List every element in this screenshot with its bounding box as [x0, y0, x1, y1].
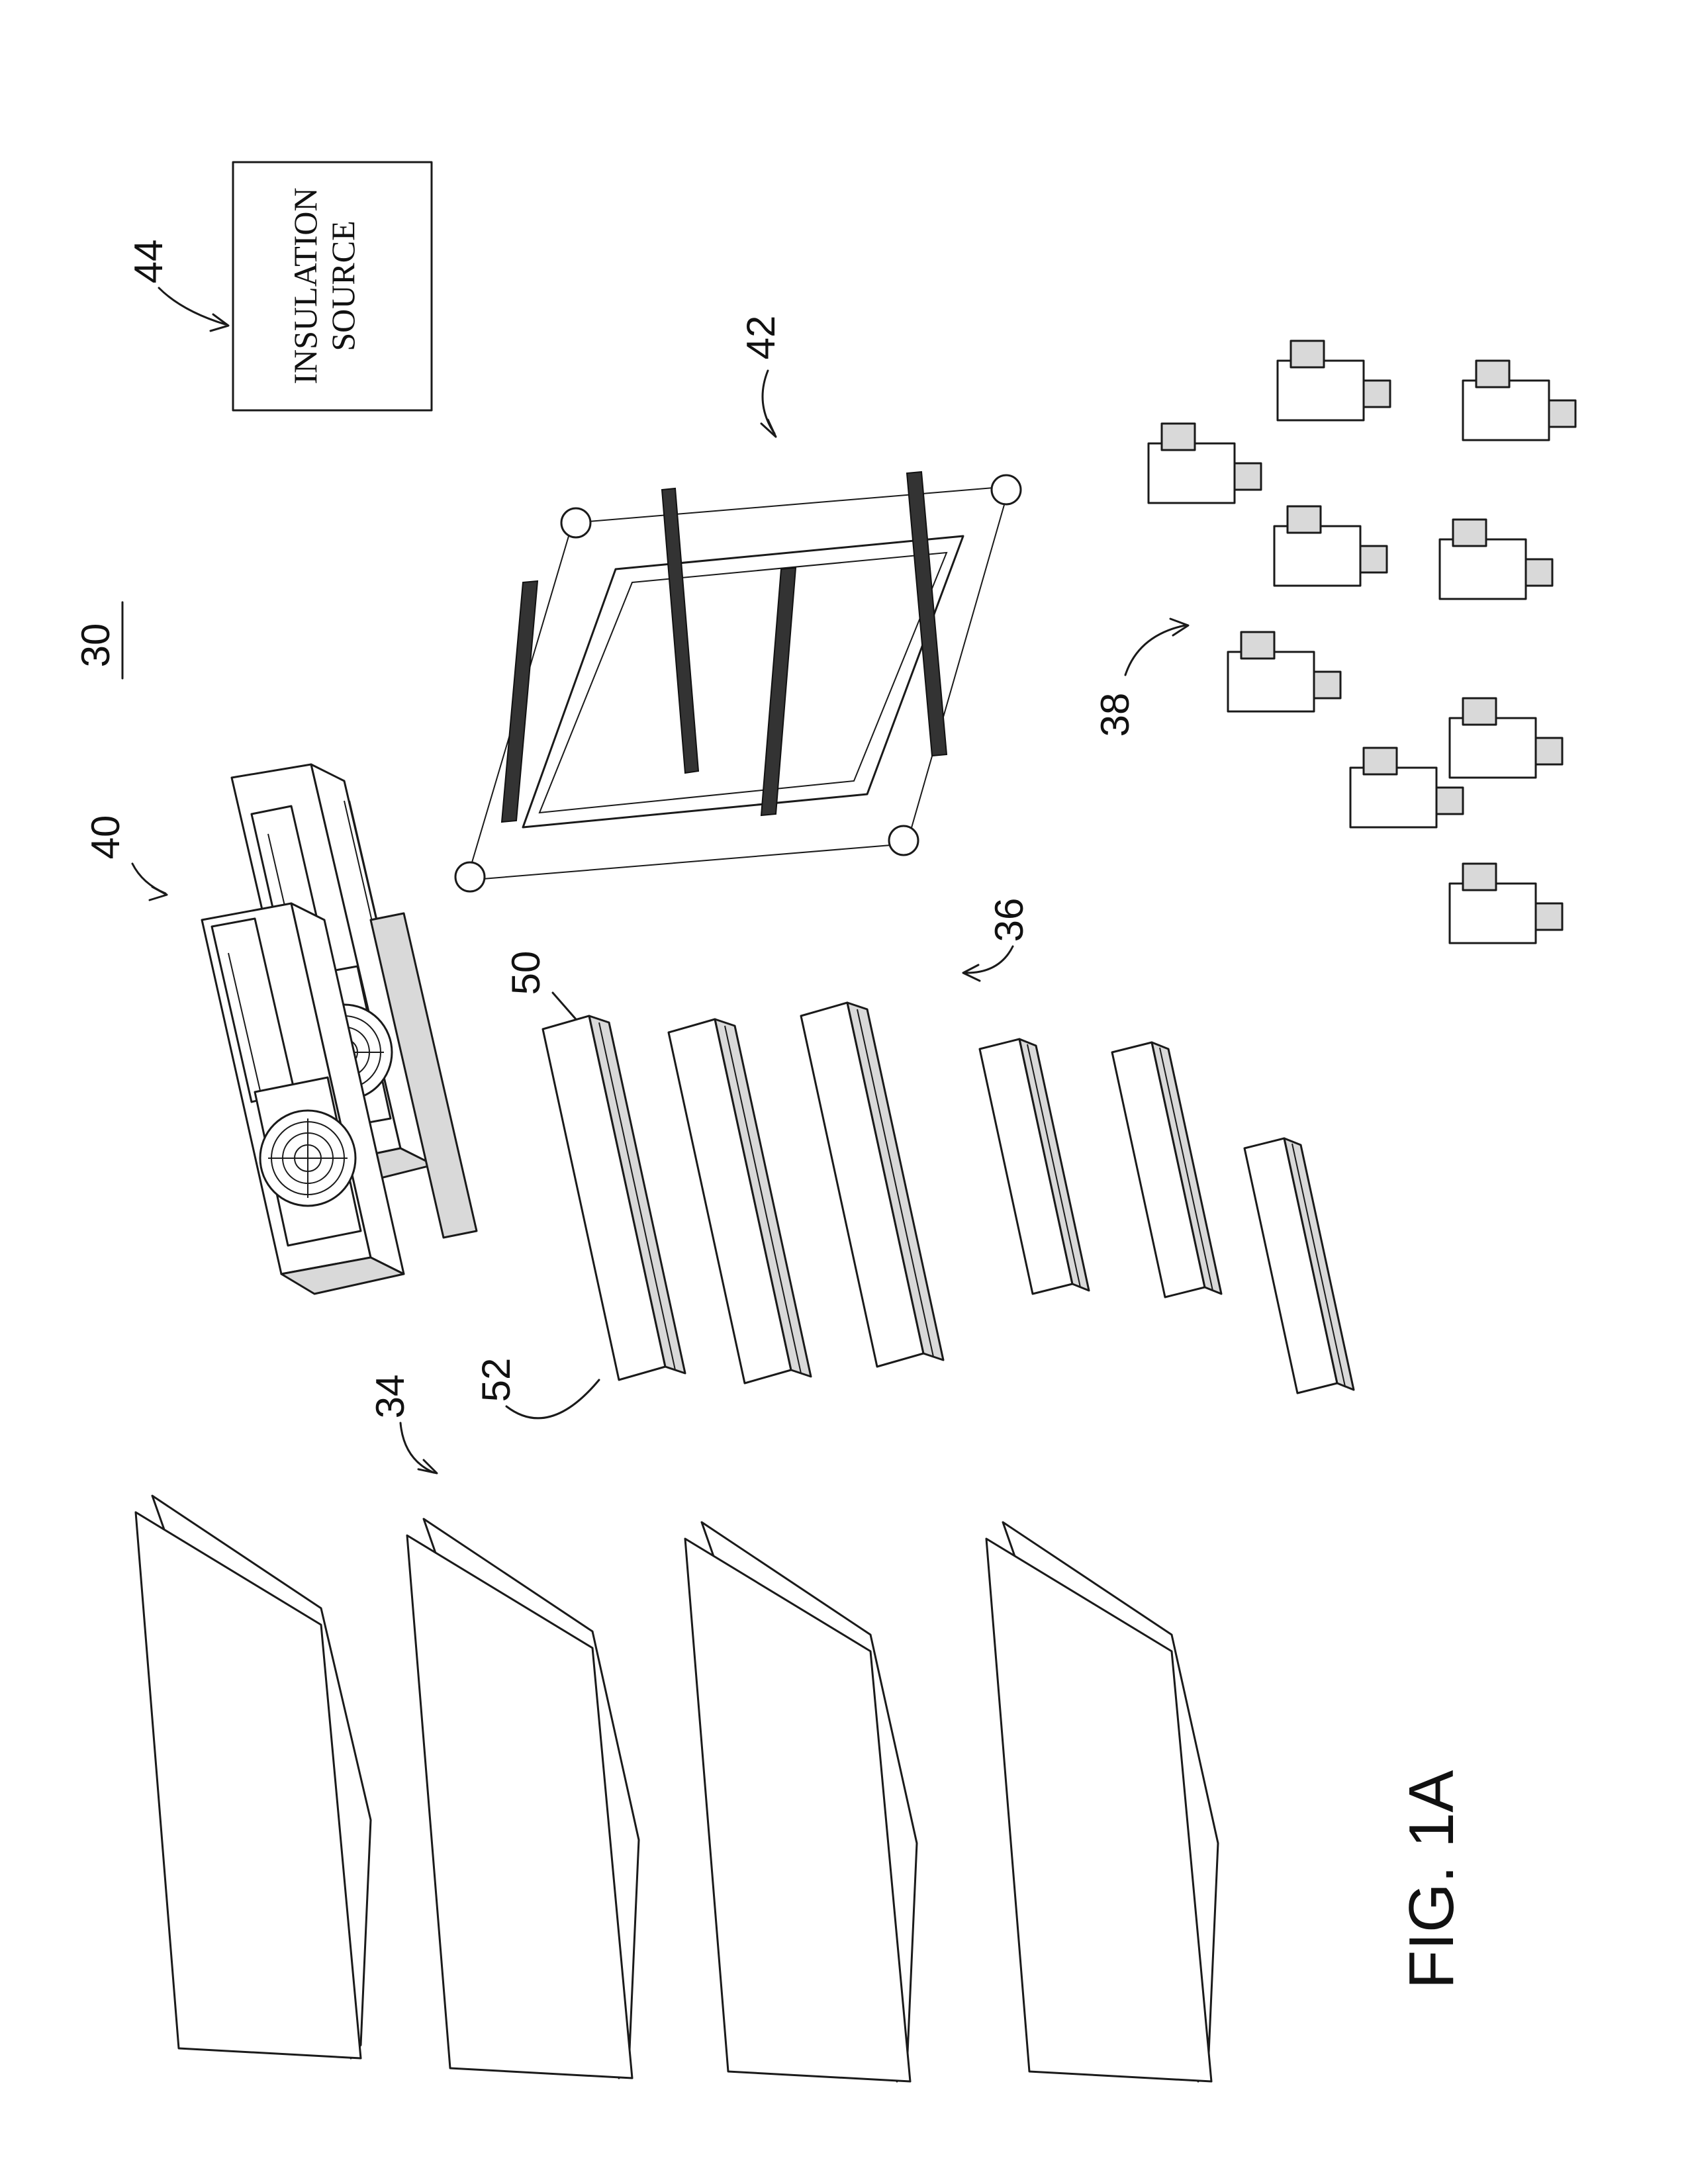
figure-label: FIG. 1A [1396, 1770, 1467, 1989]
ref-44: 44 [126, 240, 171, 284]
insulation-source-box: INSULATION SOURCE [233, 162, 432, 410]
beam-5 [1112, 1042, 1221, 1297]
connector-1 [1149, 424, 1261, 503]
connector-5 [1440, 520, 1552, 599]
connector-2 [1278, 341, 1390, 420]
connector-8 [1350, 748, 1463, 827]
insulation-source-text-line2: SOURCE [324, 220, 361, 351]
panel-3 [685, 1522, 917, 2081]
beam-1 [543, 1016, 685, 1380]
connector-group [1149, 341, 1575, 943]
ref-50: 50 [504, 951, 548, 995]
connector-4 [1274, 506, 1387, 586]
ref-40: 40 [83, 815, 128, 860]
panel-4 [986, 1522, 1218, 2081]
beam-2 [669, 1019, 811, 1383]
insulation-source-text-line1: INSULATION [287, 187, 324, 384]
frame-assembly [455, 472, 1021, 891]
connector-7 [1450, 698, 1562, 778]
beam-6 [1244, 1138, 1354, 1393]
hvac-units [202, 764, 477, 1294]
ref-50-leader: 50 [504, 951, 576, 1019]
ref-40-leader: 40 [83, 815, 167, 900]
panel-1 [136, 1496, 371, 2058]
panel-set [136, 1496, 1218, 2081]
ref-38: 38 [1093, 693, 1137, 737]
ref-30: 30 [73, 623, 118, 668]
ref-36: 36 [987, 898, 1031, 942]
ref-44-leader: 44 [126, 240, 228, 331]
beam-4 [980, 1039, 1089, 1294]
connector-6 [1228, 632, 1340, 711]
ref-42: 42 [739, 316, 783, 360]
connector-3 [1463, 361, 1575, 440]
beam-set [543, 1003, 1354, 1393]
panel-2 [407, 1519, 639, 2078]
ref-38-leader: 38 [1093, 619, 1188, 737]
ref-36-leader: 36 [963, 898, 1031, 981]
ref-52: 52 [474, 1358, 518, 1402]
ref-34: 34 [368, 1375, 412, 1419]
ref-42-leader: 42 [739, 316, 783, 437]
beam-3 [801, 1003, 943, 1367]
ref-34-leader: 34 [368, 1375, 437, 1473]
ref-52-leader: 52 [474, 1358, 599, 1418]
connector-9 [1450, 864, 1562, 943]
ref-30-group: 30 [73, 602, 122, 678]
